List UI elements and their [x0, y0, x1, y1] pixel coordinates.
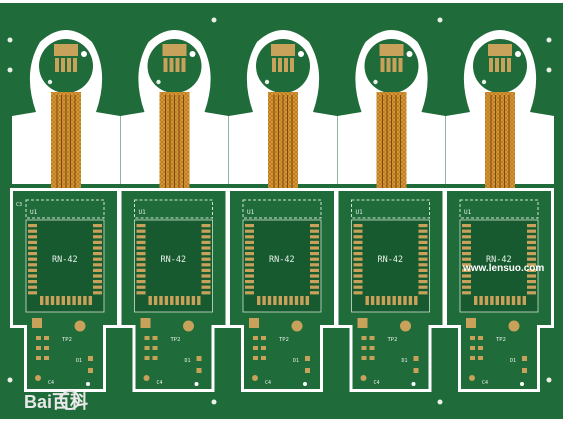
test-point-label: TP2 — [171, 337, 181, 343]
fiducial — [437, 17, 443, 23]
head-pad — [54, 44, 78, 56]
head-pad — [271, 44, 295, 56]
capacitor-label: C4 — [374, 380, 380, 386]
corner-mark: C3 — [16, 202, 22, 208]
module-label: RN-42 — [161, 255, 187, 265]
capacitor-label: C4 — [265, 380, 271, 386]
head-pad — [488, 44, 512, 56]
fiducial — [7, 67, 13, 73]
head-pad — [162, 44, 187, 56]
test-point-pad — [400, 320, 411, 332]
fiducial — [211, 399, 217, 405]
fiducial — [546, 37, 552, 43]
panel-fiducials — [7, 17, 552, 405]
fiducial — [7, 37, 13, 43]
chip-reference: U1 — [139, 209, 147, 216]
diode-label: D1 — [185, 358, 191, 364]
capacitor-label: C4 — [482, 380, 488, 386]
test-point-label: TP2 — [62, 337, 72, 343]
test-point-pad — [508, 320, 520, 332]
chip-reference: U1 — [30, 209, 38, 216]
test-point-pad — [291, 320, 303, 332]
module-label: RN-42 — [486, 255, 512, 265]
chip-reference: U1 — [356, 209, 364, 216]
module-label: RN-42 — [52, 255, 78, 265]
chip-reference: U1 — [464, 209, 472, 216]
chip-reference: U1 — [247, 209, 255, 216]
capacitor-label: C4 — [48, 380, 54, 386]
test-point-label: TP2 — [388, 337, 398, 343]
round-connector-head — [147, 39, 202, 93]
round-connector-head — [364, 39, 419, 93]
test-point-pad — [183, 320, 194, 332]
module-label: RN-42 — [378, 255, 404, 265]
diode-label: D1 — [293, 358, 299, 364]
diode-label: D1 — [402, 358, 408, 364]
round-connector-head — [256, 39, 310, 93]
round-connector-head — [473, 39, 527, 93]
fiducial — [546, 377, 552, 383]
diode-label: D1 — [76, 358, 82, 364]
baidu-watermark: Bai百科 — [24, 390, 88, 412]
fiducial — [7, 377, 13, 383]
head-pad — [379, 44, 404, 56]
module-label: RN-42 — [269, 255, 295, 265]
capacitor-label: C4 — [157, 380, 163, 386]
fiducial — [211, 17, 217, 23]
round-connector-head — [39, 39, 93, 93]
fiducial — [437, 399, 443, 405]
test-point-label: TP2 — [279, 337, 289, 343]
baidu-watermark-text: Bai百科 — [24, 391, 88, 412]
diode-label: D1 — [510, 358, 516, 364]
test-point-label: TP2 — [496, 337, 506, 343]
lensuo-watermark: www.lensuo.com — [462, 263, 544, 274]
test-point-pad — [74, 320, 86, 332]
fiducial — [546, 67, 552, 73]
